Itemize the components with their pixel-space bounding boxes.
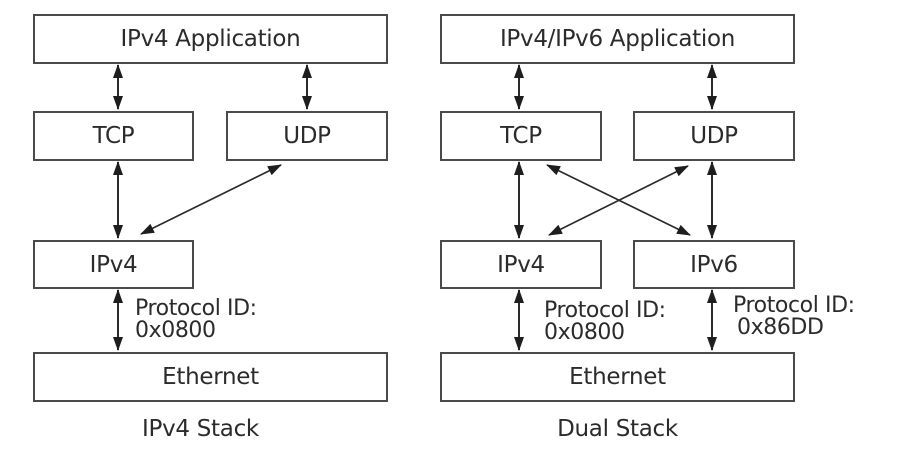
right-udp-label: UDP	[690, 123, 738, 149]
arrow-udp-ipv4-cross	[548, 165, 689, 236]
left-ipv4-box: IPv4	[33, 240, 194, 289]
right-ipv4-box: IPv4	[440, 240, 602, 289]
left-application-label: IPv4 Application	[120, 26, 301, 52]
right-application-label: IPv4/IPv6 Application	[499, 26, 736, 52]
right-ethernet-box: Ethernet	[440, 352, 795, 402]
left-ethernet-box: Ethernet	[33, 352, 388, 402]
right-udp-box: UDP	[633, 111, 795, 161]
right-ipv4-protocol-id-label: Protocol ID:	[544, 298, 666, 323]
right-ipv6-protocol-id-note: Protocol ID: 0x86DD	[733, 295, 855, 339]
left-protocol-id-label: Protocol ID:	[135, 296, 257, 321]
left-tcp-box: TCP	[33, 111, 194, 161]
left-udp-box: UDP	[226, 111, 388, 161]
right-application-box: IPv4/IPv6 Application	[440, 14, 795, 64]
right-ipv4-protocol-id-value: 0x0800	[544, 320, 625, 345]
right-tcp-box: TCP	[440, 111, 602, 161]
right-tcp-label: TCP	[500, 123, 542, 149]
left-protocol-id-note: Protocol ID: 0x0800	[135, 298, 257, 342]
right-ethernet-label: Ethernet	[569, 364, 666, 390]
left-stack-caption: IPv4 Stack	[142, 416, 259, 442]
left-ipv4-label: IPv4	[89, 251, 138, 278]
right-ipv4-label: IPv4	[497, 251, 545, 278]
left-ethernet-label: Ethernet	[162, 364, 259, 390]
right-ipv4-protocol-id-note: Protocol ID: 0x0800	[544, 300, 666, 344]
right-ipv6-protocol-id-label: Protocol ID:	[733, 293, 855, 318]
arrow-udp-ipv4-left	[140, 164, 282, 235]
right-ipv6-box: IPv6	[633, 240, 795, 289]
right-stack-caption: Dual Stack	[557, 416, 678, 442]
left-tcp-label: TCP	[92, 123, 135, 149]
left-udp-label: UDP	[283, 123, 331, 149]
left-protocol-id-value: 0x0800	[135, 318, 216, 343]
right-ipv6-protocol-id-value: 0x86DD	[737, 315, 824, 340]
left-application-box: IPv4 Application	[33, 14, 388, 64]
right-ipv6-label: IPv6	[690, 251, 738, 278]
